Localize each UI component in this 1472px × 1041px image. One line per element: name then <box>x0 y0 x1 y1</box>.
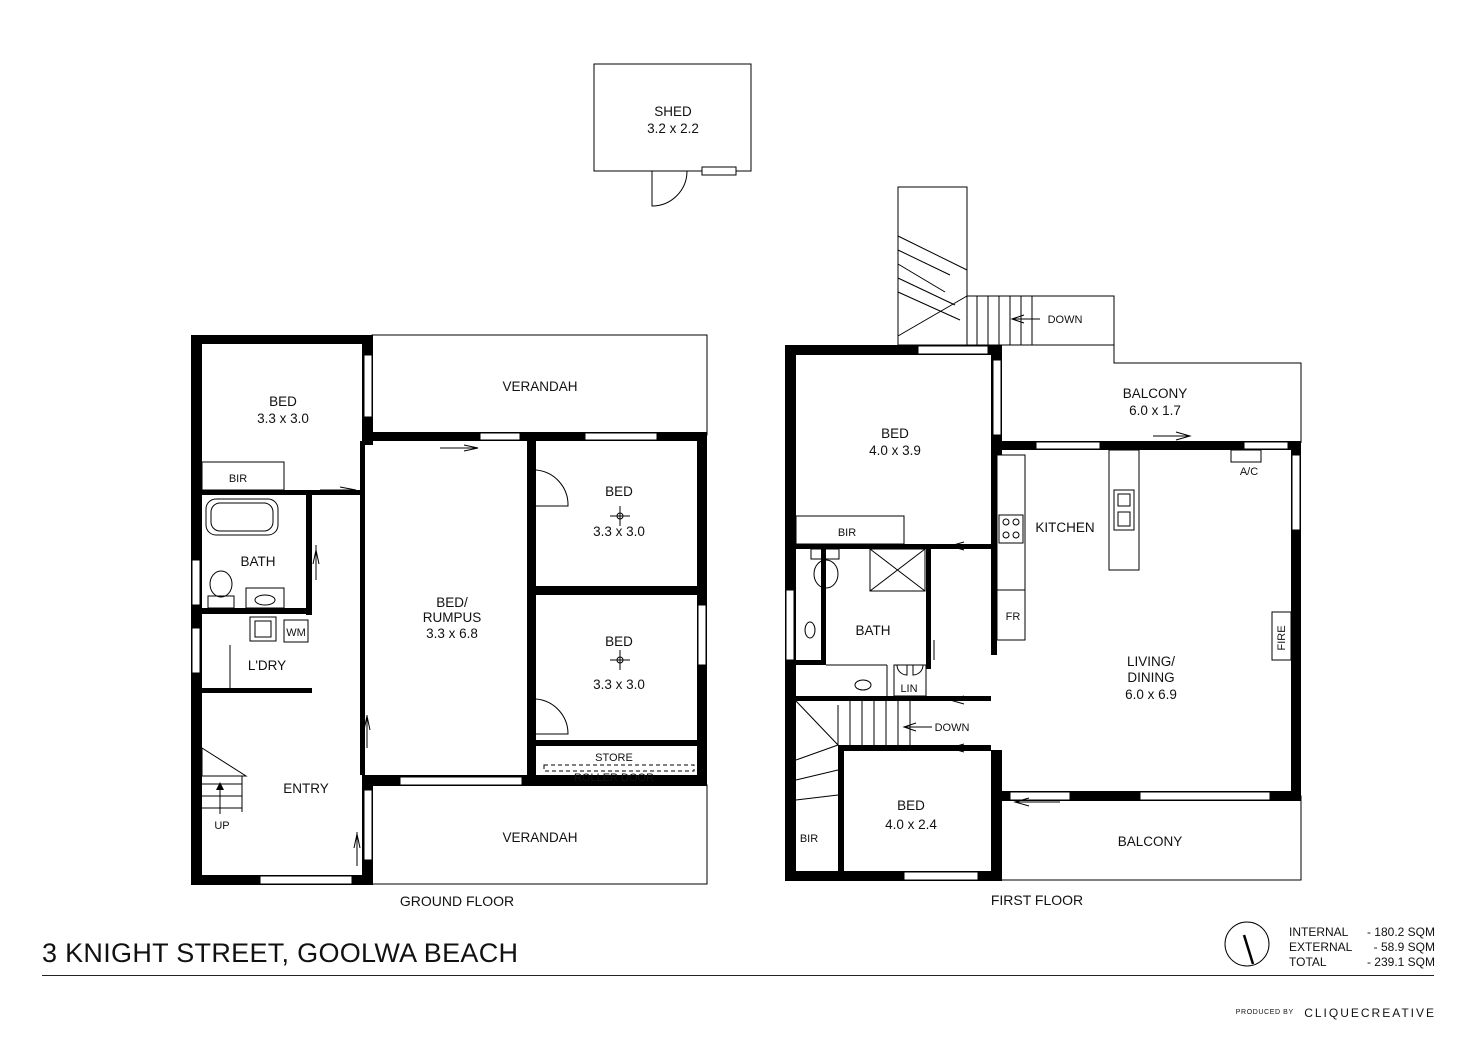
area-value: - 239.1 SQM <box>1366 955 1435 969</box>
stairs-up: UP <box>214 820 229 832</box>
first-floor: DOWN BED 4.0 x 3.9 BALCONY 6.0 x 1.7 A/C… <box>785 186 1302 908</box>
credit-brand: CLIQUECREATIVE <box>1304 1005 1436 1020</box>
living-name1: LIVING/ <box>1127 654 1175 669</box>
living-size: 6.0 x 6.9 <box>1125 687 1177 702</box>
shed: SHED 3.2 x 2.2 <box>593 63 752 207</box>
bed2-size: 3.3 x 3.0 <box>593 524 645 539</box>
fire-label: FIRE <box>1276 625 1288 650</box>
area-label: TOTAL <box>1289 955 1327 969</box>
roller-door-label: ROLLER DOOR <box>574 772 654 784</box>
first-floor-label: FIRST FLOOR <box>991 892 1083 908</box>
ac-label: A/C <box>1240 466 1258 478</box>
first-bir2: BIR <box>800 833 818 845</box>
bed3-name: BED <box>605 634 633 649</box>
credit-prefix: PRODUCED BY <box>1235 1009 1294 1017</box>
rumpus-name2: RUMPUS <box>423 610 482 625</box>
rumpus-name1: BED/ <box>436 595 468 610</box>
property-title: 3 KNIGHT STREET, GOOLWA BEACH <box>42 938 519 968</box>
kitchen-label: KITCHEN <box>1035 520 1094 535</box>
ground-bath: BATH <box>240 554 275 569</box>
area-label: EXTERNAL <box>1289 940 1353 954</box>
entry-label: ENTRY <box>283 781 329 796</box>
balcony-bottom: BALCONY <box>1118 834 1183 849</box>
first-bath: BATH <box>855 623 890 638</box>
rumpus-size: 3.3 x 6.8 <box>426 626 478 641</box>
balcony-top-name: BALCONY <box>1123 386 1188 401</box>
title-divider <box>42 975 1434 976</box>
bed1-name: BED <box>269 394 297 409</box>
area-value: - 180.2 SQM <box>1366 925 1435 939</box>
first-bed1-size: 4.0 x 3.9 <box>869 443 921 458</box>
bed3-size: 3.3 x 3.0 <box>593 677 645 692</box>
laundry-label: L'DRY <box>248 658 286 673</box>
area-summary: INTERNAL - 180.2 SQM EXTERNAL - 58.9 SQM… <box>1289 925 1435 970</box>
first-bed2-name: BED <box>897 798 925 813</box>
area-row-total: TOTAL - 239.1 SQM <box>1289 955 1435 970</box>
bed2-name: BED <box>605 484 633 499</box>
ground-floor: BED 3.3 x 3.0 VERANDAH BIR BATH WM L'DRY… <box>191 334 708 909</box>
first-bed1-name: BED <box>881 426 909 441</box>
down-stairs: DOWN <box>935 722 970 734</box>
verandah-bottom: VERANDAH <box>502 830 577 845</box>
area-row-internal: INTERNAL - 180.2 SQM <box>1289 925 1435 940</box>
shed-name: SHED <box>654 104 692 119</box>
ground-floor-label: GROUND FLOOR <box>400 893 514 909</box>
living-name2: DINING <box>1127 670 1174 685</box>
ground-bir: BIR <box>229 473 247 485</box>
producer-credit: PRODUCED BY CLIQUECREATIVE <box>1236 1004 1436 1022</box>
area-row-external: EXTERNAL - 58.9 SQM <box>1289 940 1435 955</box>
down-top: DOWN <box>1048 314 1083 326</box>
first-bir: BIR <box>838 527 856 539</box>
store-label: STORE <box>595 752 633 764</box>
first-bed2-size: 4.0 x 2.4 <box>885 817 937 832</box>
verandah-top: VERANDAH <box>502 379 577 394</box>
shed-size: 3.2 x 2.2 <box>647 121 699 136</box>
compass-icon <box>1224 921 1270 967</box>
fr-label: FR <box>1006 611 1021 623</box>
balcony-top-size: 6.0 x 1.7 <box>1129 403 1181 418</box>
area-value: - 58.9 SQM <box>1373 940 1435 954</box>
area-label: INTERNAL <box>1289 925 1349 939</box>
wm-label: WM <box>286 627 306 639</box>
bed1-size: 3.3 x 3.0 <box>257 411 309 426</box>
lin-label: LIN <box>900 683 917 695</box>
